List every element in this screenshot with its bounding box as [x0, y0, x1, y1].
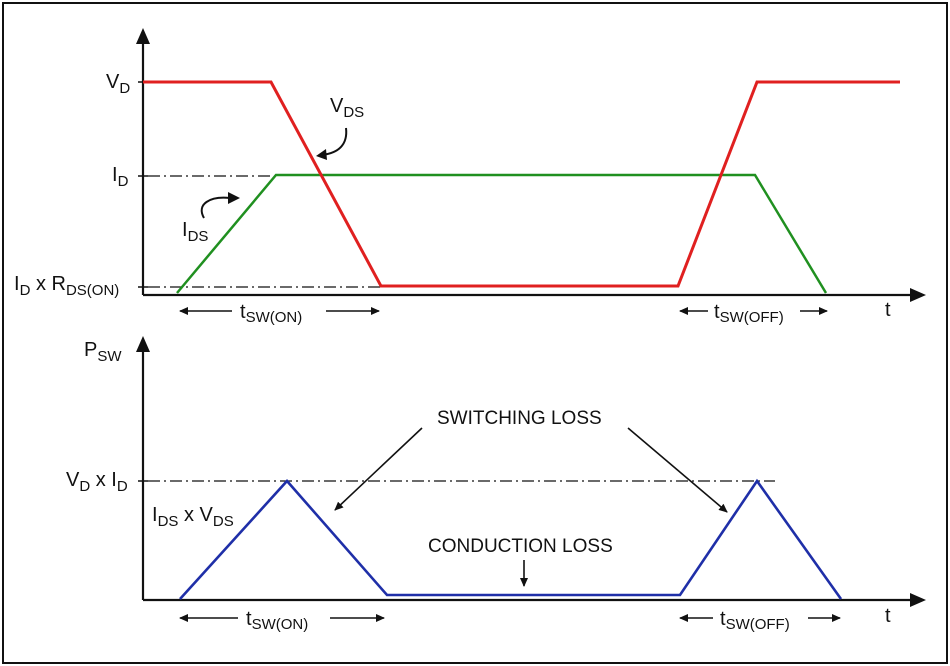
top-y-axis-arrow	[136, 28, 150, 44]
ids-pointer-head	[228, 192, 240, 204]
bottom-x-axis-arrow	[910, 593, 926, 607]
top-t-label: t	[885, 299, 891, 321]
id-label: ID	[112, 164, 129, 190]
vds-curve	[143, 80, 900, 288]
top-tsw-off-label: tSW(OFF)	[714, 301, 784, 326]
psw-curve	[179, 478, 843, 600]
switching-loss-label: SWITCHING LOSS	[437, 408, 602, 429]
bottom-tsw-on-label: tSW(ON)	[246, 608, 308, 633]
id-rdson-label: ID x RDS(ON)	[14, 273, 119, 299]
ids-curve-label: IDS	[182, 219, 208, 245]
top-panel: VD ID ID x RDS(ON) VDS IDS t tSW(ON) tSW…	[14, 28, 926, 326]
ids-curve	[176, 173, 828, 294]
bottom-t-label: t	[885, 605, 891, 627]
switching-loss-arrow-left	[334, 427, 423, 511]
top-x-axis-arrow	[910, 288, 926, 302]
bottom-panel: PSW VD x ID IDS x VDS SWITCHING LOSS CON…	[66, 336, 926, 633]
top-tsw-on-label: tSW(ON)	[240, 301, 302, 326]
vds-pointer-head	[316, 149, 327, 160]
bottom-tsw-off-label: tSW(OFF)	[720, 608, 790, 633]
vds-curve-label: VDS	[330, 95, 364, 121]
bottom-y-axis-arrow	[136, 336, 150, 352]
switching-loss-arrow-right	[627, 427, 728, 513]
vd-label: VD	[106, 71, 130, 97]
vd-x-id-label: VD x ID	[66, 469, 128, 495]
ids-x-vds-label: IDS x VDS	[152, 504, 234, 530]
ids-pointer-arrow	[200, 196, 231, 219]
conduction-loss-label: CONDUCTION LOSS	[428, 536, 613, 557]
psw-axis-label: PSW	[84, 339, 122, 365]
